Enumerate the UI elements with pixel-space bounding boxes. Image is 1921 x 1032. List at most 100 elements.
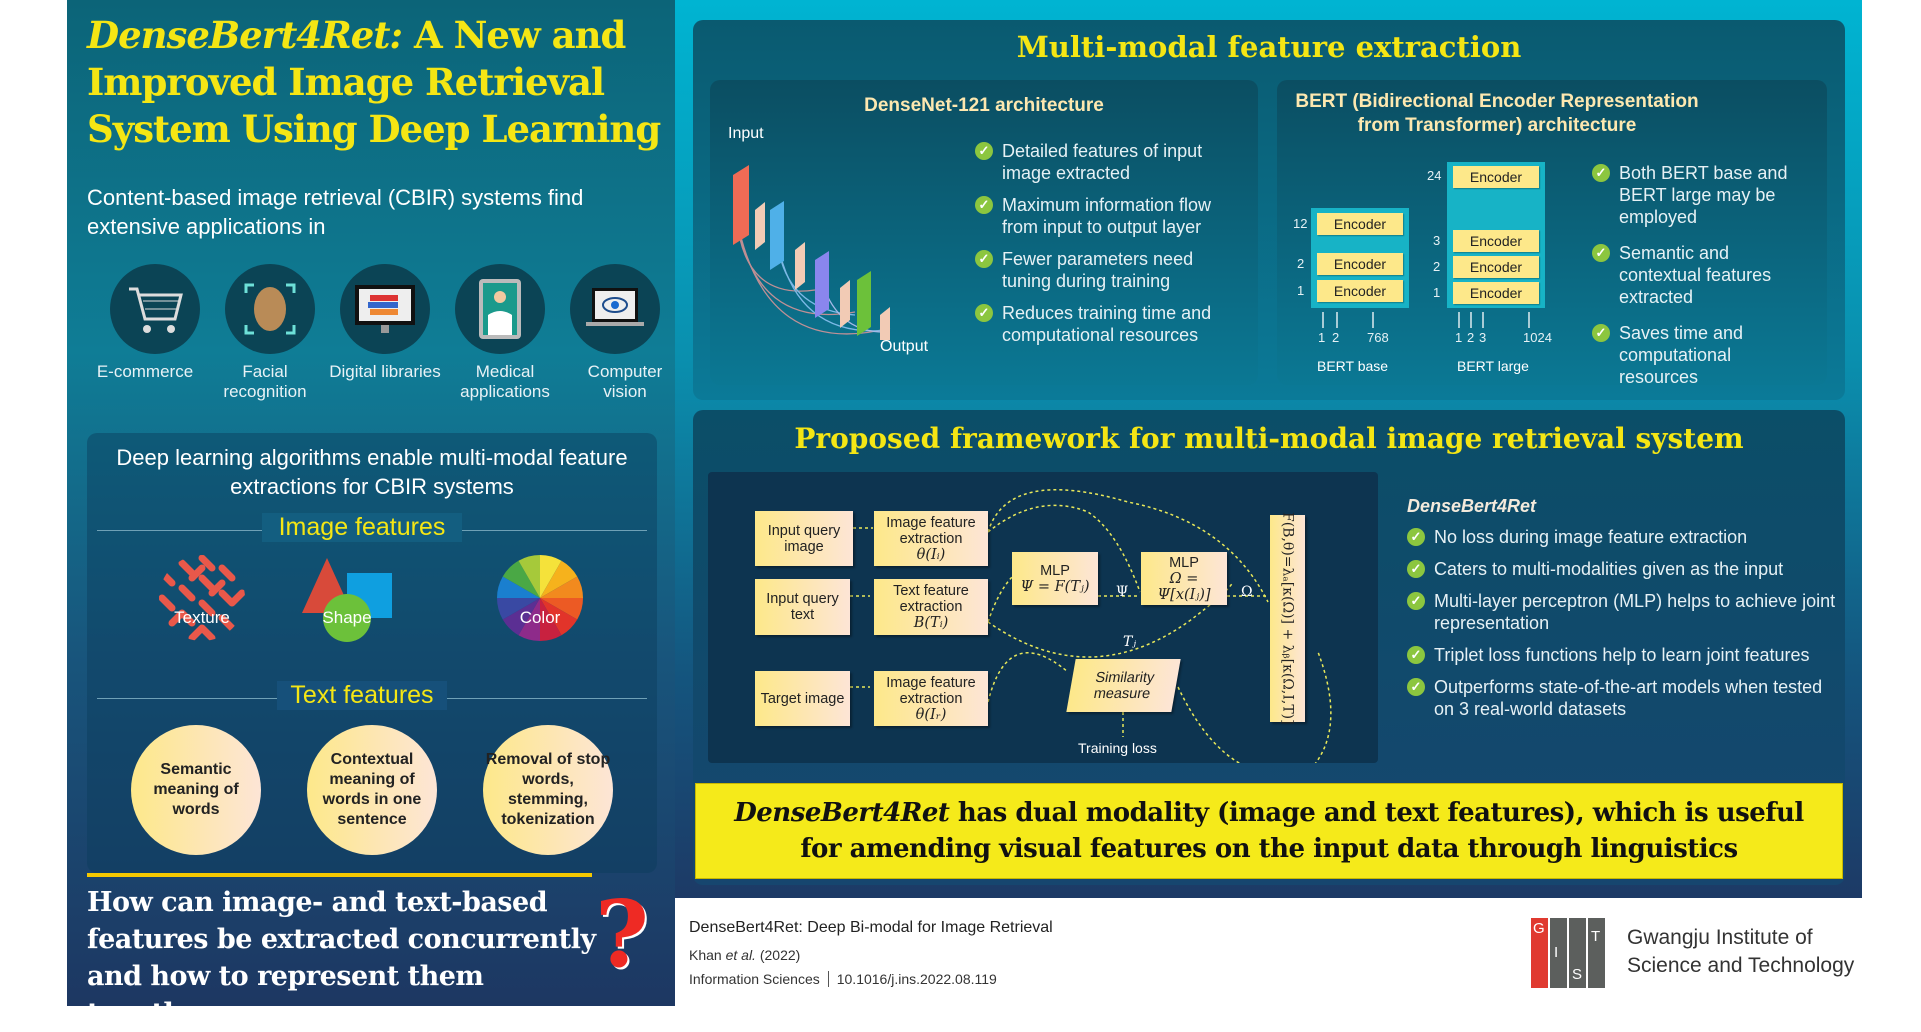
logo-letter: S (1569, 918, 1586, 988)
encoder-block: Encoder (1317, 253, 1403, 275)
label-ecommerce: E-commerce (96, 362, 194, 381)
densenet-box: DenseNet-121 architecture Input Output ✓… (710, 80, 1258, 385)
bert-base-stack: Encoder Encoder Encoder (1311, 208, 1409, 308)
logo-letter: I (1550, 918, 1567, 988)
text-feature-contextual: Contextual meaning of words in one sente… (307, 725, 437, 855)
diagram-connectors (850, 489, 1332, 763)
books-monitor-icon (340, 264, 430, 354)
label-vision: Computer vision (587, 362, 663, 401)
point-text: Triplet loss functions help to learn joi… (1434, 645, 1810, 665)
application-libraries (335, 264, 435, 354)
texture-icon (157, 553, 247, 648)
bert-title-line2: from Transformer) architecture (1357, 115, 1637, 136)
box-label: Image feature extraction (886, 674, 976, 707)
doi-link[interactable]: 10.1016/j.ins.2022.08.119 (836, 971, 997, 987)
multimodal-box: Multi-modal feature extraction DenseNet-… (693, 20, 1845, 400)
color-wheel-slice (497, 598, 540, 620)
bert-point: ✓Semantic and contextual features extrac… (1592, 242, 1807, 308)
question-mark-icon: ? (595, 880, 649, 988)
main-title: DenseBert4Ret: A New and Improved Image … (87, 12, 677, 153)
bert-points: ✓Both BERT base and BERT large may be em… (1592, 162, 1807, 388)
color-wheel-slice (540, 555, 562, 598)
point-text: Semantic and contextual features extract… (1619, 243, 1772, 307)
box-math: Ψ = F(Tⱼ) (1020, 578, 1090, 595)
summary-point: ✓Caters to multi-modalities given as the… (1407, 558, 1837, 580)
check-icon: ✓ (1407, 592, 1425, 610)
densenet-title: DenseNet-121 architecture (864, 95, 1104, 116)
densenet-point: ✓Reduces training time and computational… (975, 302, 1245, 346)
densenet-points: ✓ Detailed features of input image extrac… (975, 140, 1245, 346)
psi-label: Ψ (1116, 584, 1129, 600)
box-math: θ(Iᵢ) (916, 546, 946, 563)
point-text: Saves time and computational resources (1619, 323, 1744, 387)
encoder-block: Encoder (1317, 213, 1403, 235)
point-text: Fewer parameters need tuning during trai… (1002, 249, 1194, 291)
title-italic: DenseBert4Ret: (87, 13, 403, 57)
point-text: Detailed features of input image extract… (1002, 141, 1203, 183)
summary-title: DenseBert4Ret (1407, 496, 1537, 516)
encoder-block: Encoder (1453, 256, 1539, 278)
deep-learning-box: Deep learning algorithms enable multi-mo… (87, 433, 657, 873)
input-index: 768 (1367, 330, 1389, 345)
check-icon: ✓ (975, 250, 993, 268)
input-label: Input (728, 125, 764, 142)
training-loss-label: Training loss (1078, 740, 1157, 756)
application-medical (450, 264, 550, 354)
dl-heading: Deep learning algorithms enable multi-mo… (116, 445, 628, 499)
densenet-point: ✓ Fewer parameters need tuning during tra… (975, 248, 1245, 292)
bert-title-line1: BERT (Bidirectional Encoder Representati… (1295, 91, 1699, 112)
text-feature-semantic: Semantic meaning of words (131, 725, 261, 855)
text-features-heading: Text features (277, 681, 447, 710)
et-al: et al. (725, 947, 756, 963)
institute-line1: Gwangju Institute of (1627, 926, 1813, 949)
input-arrows (1322, 312, 1530, 328)
image-features-heading: Image features (262, 513, 462, 542)
logo-letter: T (1588, 918, 1605, 988)
loss-function-box: F(B,θ)=λₐ[κ(Ω)] + λᵦ[κ(Ω,I,T)] (1270, 512, 1305, 725)
layer-number: 2 (1433, 259, 1441, 274)
output-label: Output (880, 338, 929, 355)
paper-title: DenseBert4Ret: Deep Bi-modal for Image R… (689, 919, 1053, 936)
face-scan-icon (225, 264, 315, 354)
color-wheel-slice (540, 560, 578, 598)
application-vision (565, 264, 665, 354)
box-math: θ(Iᵣ) (915, 706, 947, 723)
layer-number: 24 (1427, 168, 1442, 183)
color-wheel-slice (540, 598, 583, 620)
check-icon: ✓ (1407, 646, 1425, 664)
authors: Khan (689, 947, 722, 963)
logo-letter: G (1531, 918, 1548, 988)
text-feature-preprocessing: Removal of stop words, stemming, tokeniz… (483, 725, 613, 855)
encoder-block: Encoder (1453, 282, 1539, 304)
point-text: Maximum information flow from input to o… (1002, 195, 1212, 237)
summary-point: ✓No loss during image feature extraction (1407, 526, 1837, 548)
box-label: MLP (1040, 562, 1070, 579)
bert-box: BERT (Bidirectional Encoder Representati… (1277, 80, 1827, 388)
point-text: No loss during image feature extraction (1434, 527, 1748, 547)
color-wheel-icon (495, 553, 585, 648)
input-index: 1 (1455, 330, 1463, 345)
check-icon: ✓ (975, 142, 993, 160)
bert-large-stack: Encoder Encoder Encoder Encoder (1447, 162, 1545, 308)
gist-logo: G I S T (1531, 918, 1605, 988)
applications-row (105, 264, 665, 354)
color-wheel-slice (540, 598, 562, 641)
box-label: Text feature extraction (893, 583, 969, 615)
journal: Information Sciences (689, 971, 820, 987)
research-question: How can image- and text-based features b… (87, 887, 596, 1029)
point-text: Multi-layer perceptron (MLP) helps to ac… (1434, 591, 1836, 633)
input-index: 2 (1467, 330, 1475, 345)
label-texture: Texture (174, 608, 230, 627)
year: (2022) (759, 947, 801, 963)
tj-label: Tⱼ (1123, 634, 1137, 650)
check-icon: ✓ (975, 304, 993, 322)
bert-title: BERT (Bidirectional Encoder Representati… (1277, 90, 1717, 138)
bert-point: ✓Both BERT base and BERT large may be em… (1592, 162, 1807, 228)
color-wheel-slice (518, 598, 540, 641)
institute-line2: Science and Technology (1627, 954, 1855, 977)
application-ecommerce (105, 264, 205, 354)
box-label: Image feature extraction (886, 514, 976, 547)
